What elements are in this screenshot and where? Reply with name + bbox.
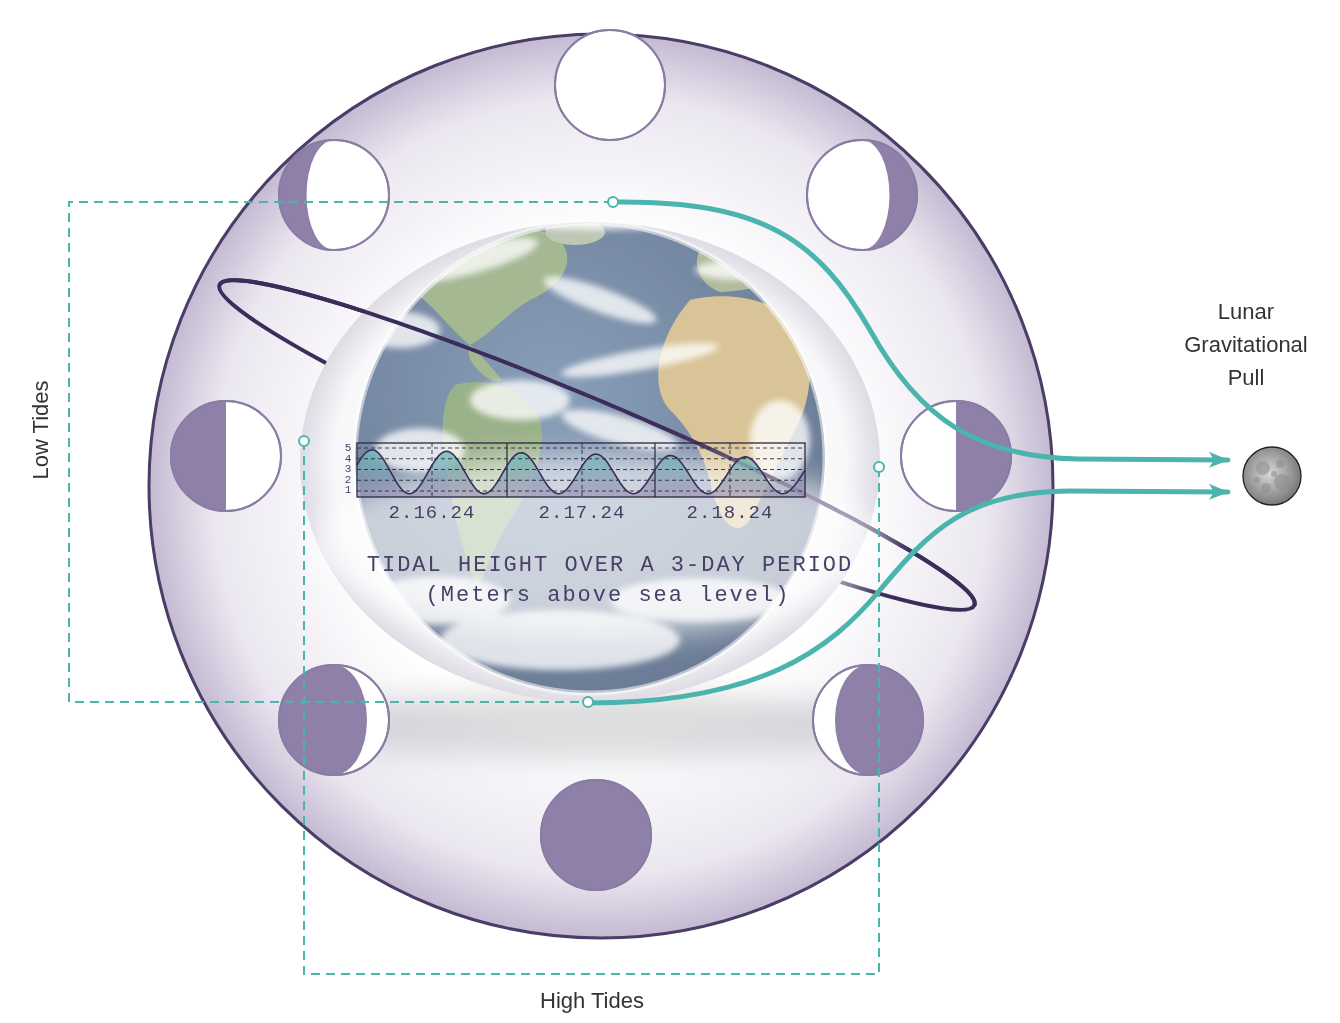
- tide-curve: [357, 450, 805, 494]
- axis-tick: 1: [345, 485, 352, 495]
- node-label-holder: High Tides: [540, 984, 644, 1017]
- dashed-bracket: [304, 441, 879, 974]
- bracket-end-dot: [874, 462, 884, 472]
- label-holder: 2.16.24: [389, 502, 476, 525]
- moon-crater: [1274, 474, 1290, 490]
- grid-line: [582, 443, 583, 497]
- phase-shade: [956, 401, 1011, 511]
- moon-phases: [171, 30, 1011, 890]
- moon-phase: [807, 140, 917, 250]
- node-label-holder: Low Tides: [24, 380, 57, 479]
- phase-outline: [901, 401, 1011, 511]
- low-tides-bracket: Low Tides: [68, 202, 613, 703]
- moon-disc: [1243, 447, 1301, 505]
- bracket-end-dot: [299, 436, 309, 446]
- label-holder: 1: [345, 485, 352, 495]
- tide-area: [357, 450, 805, 497]
- phase-disc: [555, 30, 665, 140]
- phase-shade: [171, 401, 226, 511]
- phase-outline: [541, 780, 651, 890]
- moon-crater: [1271, 471, 1277, 477]
- bracket-end-dot: [583, 697, 593, 707]
- phase-shade: [279, 665, 367, 775]
- dashed-bracket: [69, 202, 613, 702]
- grid-line: [432, 443, 433, 497]
- phase-shade: [541, 780, 651, 890]
- phase-disc: [279, 140, 389, 250]
- grid-line: [357, 491, 805, 492]
- lunar-orbit-disc: [149, 34, 1053, 938]
- low-tides-bracket-shape: [68, 202, 613, 703]
- moon-phase: [279, 140, 389, 250]
- moon-crater: [1261, 483, 1271, 493]
- date-label: 2.16.24: [389, 502, 476, 525]
- bracket-heading: Low Tides: [24, 380, 57, 479]
- moon-heading: Lunar Gravitational Pull: [1171, 295, 1321, 394]
- phase-outline: [279, 665, 389, 775]
- label-holder: (Meters above sea level): [426, 583, 791, 609]
- moon-crater: [1254, 477, 1260, 483]
- phase-outline: [807, 140, 917, 250]
- grid-line: [357, 458, 805, 459]
- moon-phase: [279, 665, 389, 775]
- date-label: 2.18.24: [687, 502, 774, 525]
- day-divider: [506, 443, 507, 497]
- label-holder: 2: [345, 475, 352, 485]
- label-holder: 5: [345, 443, 352, 453]
- chart-frame: [357, 443, 805, 497]
- moon-node-shape: [1242, 446, 1302, 506]
- moon-phase: [171, 401, 281, 511]
- axis-tick: 2: [345, 475, 352, 485]
- grid-line: [357, 448, 805, 449]
- bracket-end-dot: [608, 197, 618, 207]
- chart-title: TIDAL HEIGHT OVER A 3-DAY PERIOD: [367, 553, 853, 579]
- axis-tick: 4: [345, 454, 352, 464]
- moon-phase: [901, 401, 1011, 511]
- tide-chart: [357, 443, 805, 497]
- date-label: 2.17.24: [539, 502, 626, 525]
- moon-phase: [555, 30, 665, 140]
- phase-disc: [813, 665, 923, 775]
- moon-phase: [813, 665, 923, 775]
- phase-disc: [279, 665, 389, 775]
- phase-outline: [813, 665, 923, 775]
- phase-disc: [541, 780, 651, 890]
- phase-outline: [171, 401, 281, 511]
- bracket-heading: High Tides: [540, 984, 644, 1017]
- label-holder: TIDAL HEIGHT OVER A 3-DAY PERIOD: [367, 553, 853, 579]
- moon-crater: [1276, 460, 1284, 468]
- phase-shade: [279, 140, 334, 250]
- phase-outline: [279, 140, 389, 250]
- phase-disc: [901, 401, 1011, 511]
- moon-phase: [541, 780, 651, 890]
- axis-tick: 5: [345, 443, 352, 453]
- phase-outline: [555, 30, 665, 140]
- moon-crater: [1256, 461, 1270, 475]
- label-holder: 4: [345, 454, 352, 464]
- label-holder: 2.18.24: [687, 502, 774, 525]
- axis-tick: 3: [345, 464, 352, 474]
- phase-shade: [862, 140, 917, 250]
- phase-disc: [807, 140, 917, 250]
- chart-subtitle: (Meters above sea level): [426, 583, 791, 609]
- label-holder: 3: [345, 464, 352, 474]
- moon-node: Lunar Gravitational Pull: [1242, 446, 1302, 506]
- label-holder: 2.17.24: [539, 502, 626, 525]
- phase-disc: [171, 401, 281, 511]
- gravity-arrow: [613, 202, 1228, 460]
- node-label-holder: Lunar Gravitational Pull: [1171, 295, 1321, 394]
